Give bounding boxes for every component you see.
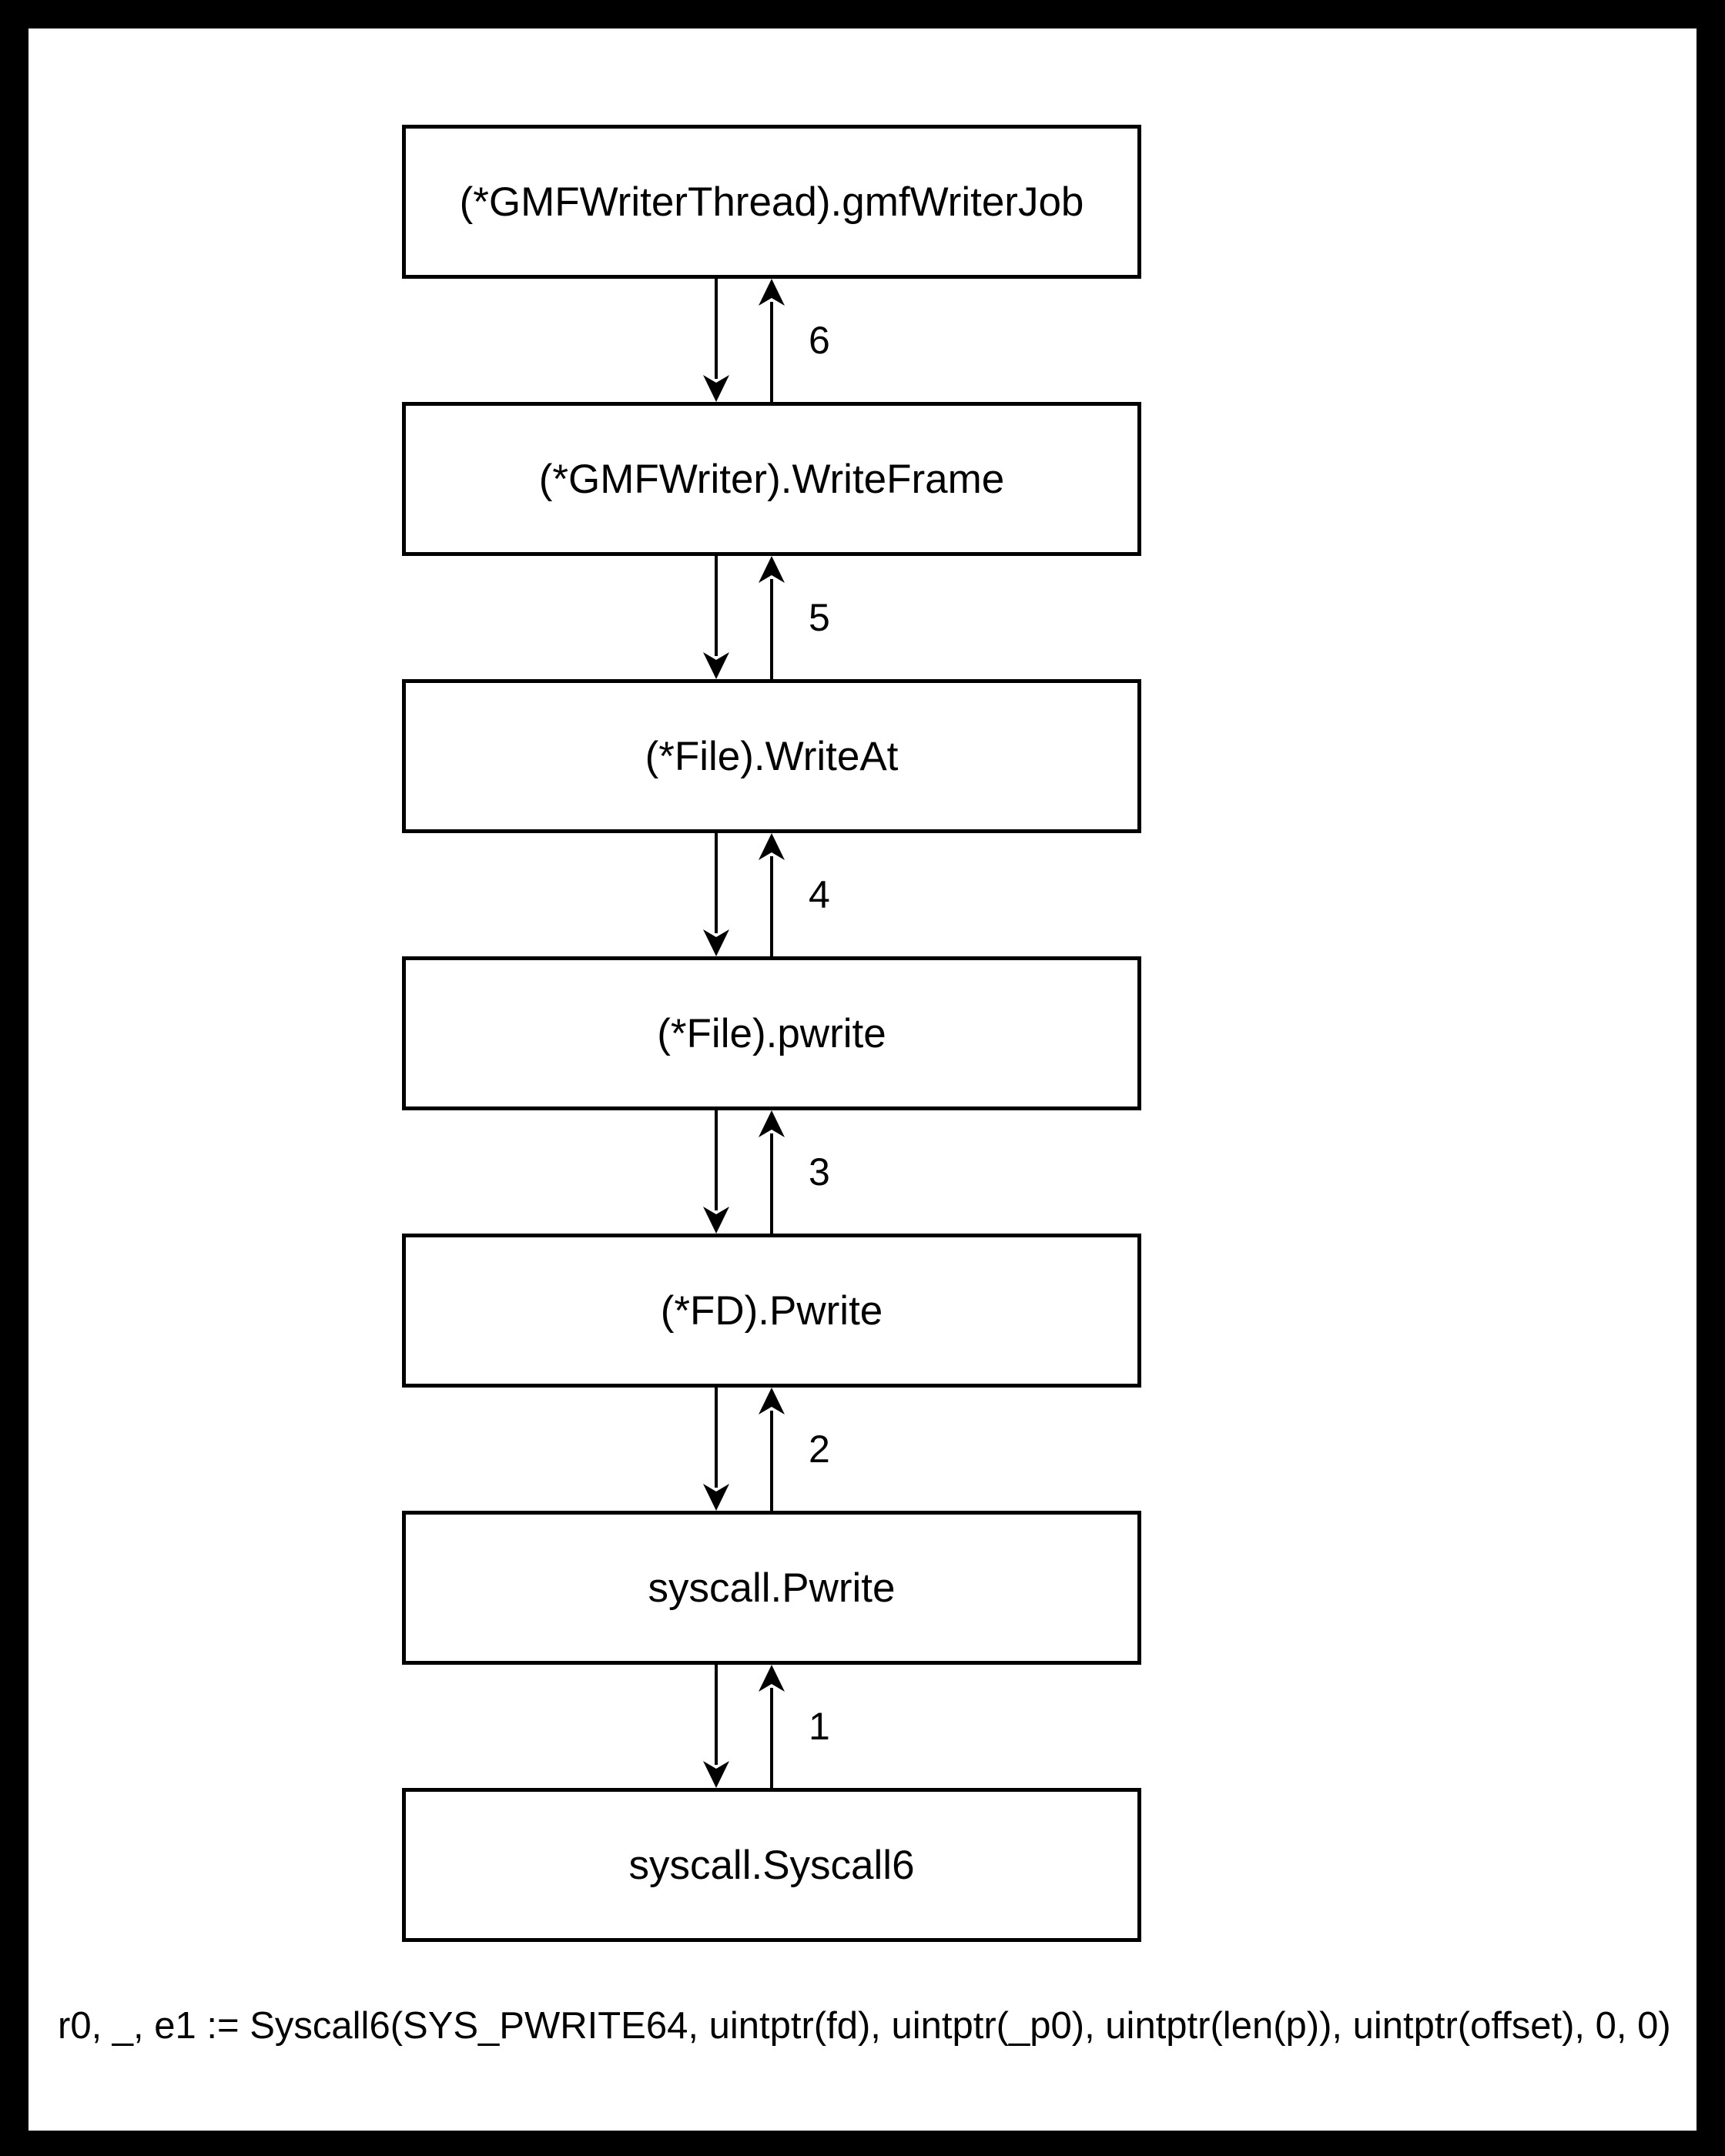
edge-label-2: 2: [809, 1428, 830, 1471]
return-arrowhead-up: [759, 556, 785, 583]
node-label: syscall.Syscall6: [628, 1842, 915, 1888]
edge-label-4: 4: [809, 873, 830, 916]
call-arrowhead-down: [703, 652, 729, 679]
edge-label-1: 1: [809, 1705, 830, 1748]
node-label: (*File).pwrite: [657, 1010, 886, 1056]
return-arrowhead-up: [759, 833, 785, 860]
node-file-pwrite: (*File).pwrite: [402, 956, 1141, 1110]
node-label: (*File).WriteAt: [645, 733, 899, 779]
node-label: (*GMFWriter).WriteFrame: [538, 456, 1005, 502]
edge-pair-6: [703, 279, 785, 402]
edge-pair-3: [703, 1110, 785, 1234]
node-fd-pwrite: (*FD).Pwrite: [402, 1234, 1141, 1388]
node-write-frame: (*GMFWriter).WriteFrame: [402, 402, 1141, 556]
edge-label-5: 5: [809, 596, 830, 639]
call-arrowhead-down: [703, 1207, 729, 1234]
edge-pair-2: [703, 1388, 785, 1511]
return-arrowhead-up: [759, 1665, 785, 1692]
edge-pair-1: [703, 1665, 785, 1788]
call-arrowhead-down: [703, 375, 729, 402]
call-arrowhead-down: [703, 929, 729, 956]
node-gmf-writer-job: (*GMFWriterThread).gmfWriterJob: [402, 125, 1141, 279]
edge-label-3: 3: [809, 1150, 830, 1194]
node-syscall-syscall6: syscall.Syscall6: [402, 1788, 1141, 1942]
node-file-write-at: (*File).WriteAt: [402, 679, 1141, 833]
edge-label-6: 6: [809, 319, 830, 362]
return-arrowhead-up: [759, 279, 785, 306]
return-arrowhead-up: [759, 1388, 785, 1414]
node-label: (*GMFWriterThread).gmfWriterJob: [459, 179, 1084, 225]
call-arrowhead-down: [703, 1761, 729, 1788]
call-arrowhead-down: [703, 1484, 729, 1511]
return-arrowhead-up: [759, 1110, 785, 1137]
node-label: (*FD).Pwrite: [660, 1287, 883, 1334]
syscall-code-caption: r0, _, e1 := Syscall6(SYS_PWRITE64, uint…: [58, 2005, 1671, 2047]
node-syscall-pwrite: syscall.Pwrite: [402, 1511, 1141, 1665]
node-label: syscall.Pwrite: [648, 1565, 896, 1611]
edge-pair-4: [703, 833, 785, 956]
edge-pair-5: [703, 556, 785, 679]
